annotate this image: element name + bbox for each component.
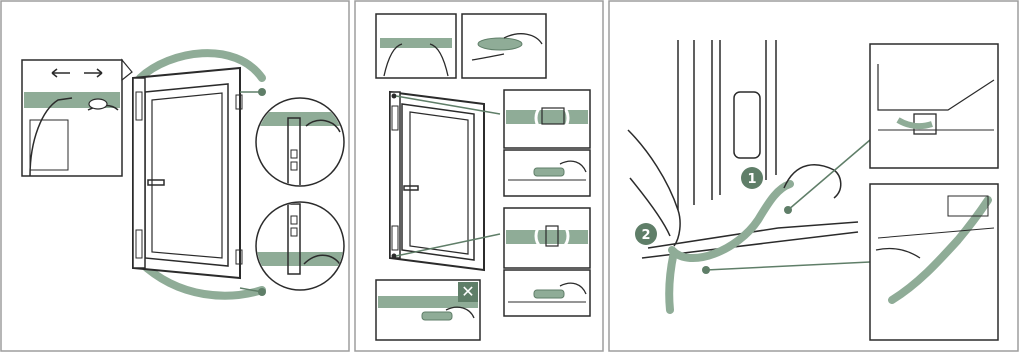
svg-text:1: 1 bbox=[747, 172, 756, 187]
forbidden-label: ✕ bbox=[461, 282, 474, 301]
callout-dot-bottom bbox=[258, 288, 266, 296]
step-1-badge: 1 bbox=[741, 167, 763, 189]
inset-stretch bbox=[22, 60, 132, 176]
inset-bottom-corner bbox=[504, 208, 590, 268]
detail-circle-top bbox=[256, 98, 346, 188]
strap-hanging bbox=[669, 252, 674, 310]
step-2-badge: 2 bbox=[635, 223, 657, 245]
inset-top-corner bbox=[504, 90, 590, 148]
callout-line-top bbox=[788, 140, 870, 210]
inset-bottom-clip bbox=[504, 270, 590, 316]
panel-2: ✕ bbox=[354, 0, 604, 352]
detail-circle-bottom bbox=[256, 202, 346, 290]
panel-2-illustration: ✕ bbox=[354, 0, 604, 352]
inset-hold-strap bbox=[376, 14, 456, 78]
inset-wrong-method: ✕ bbox=[376, 280, 480, 340]
inset-clip-top bbox=[870, 44, 998, 168]
window-sash bbox=[133, 68, 242, 278]
svg-text:2: 2 bbox=[641, 228, 650, 243]
panel-3: 1 2 bbox=[608, 0, 1019, 352]
panel-1-illustration bbox=[0, 0, 350, 352]
panel-3-illustration: 1 2 bbox=[608, 0, 1019, 352]
callout-line-bottom bbox=[706, 262, 870, 270]
inset-top-clip bbox=[504, 150, 590, 196]
strap-routed bbox=[672, 184, 790, 258]
inset-fold-strap bbox=[462, 14, 546, 78]
window-sash bbox=[390, 92, 484, 270]
callout-dot-top bbox=[258, 88, 266, 96]
panel-1 bbox=[0, 0, 350, 352]
inset-clip-bottom bbox=[870, 184, 998, 340]
